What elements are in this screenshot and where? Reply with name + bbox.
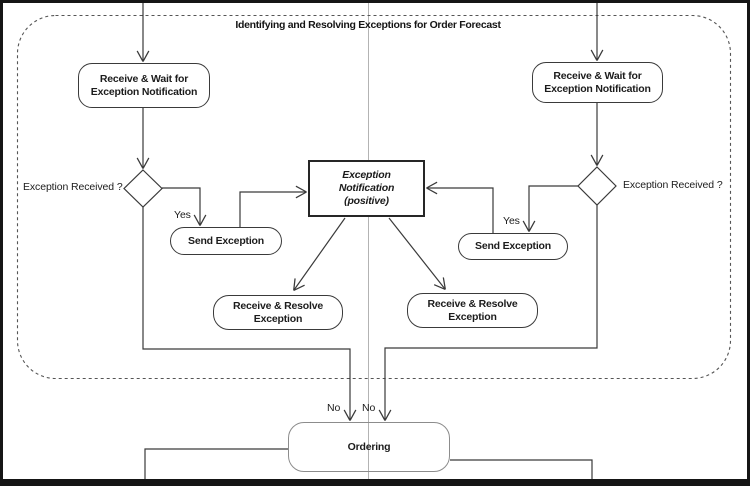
node-receive-wait-right: Receive & Wait for Exception Notificatio…: [532, 62, 663, 103]
node-receive-wait-left: Receive & Wait for Exception Notificatio…: [78, 63, 210, 108]
label-no-left: No: [327, 402, 341, 414]
node-send-exception-left: Send Exception: [170, 227, 282, 255]
label-no-right: No: [362, 402, 376, 414]
label-yes-right: Yes: [503, 215, 520, 227]
diagram-title: Identifying and Resolving Exceptions for…: [235, 19, 501, 31]
node-receive-resolve-right: Receive & Resolve Exception: [407, 293, 538, 328]
flow-send-to-notification-right: [426, 181, 494, 233]
decision-diamond-left: [123, 169, 163, 208]
node-send-exception-right: Send Exception: [458, 233, 568, 260]
connectors: [136, 3, 604, 479]
flow-yes-right: [522, 185, 578, 232]
flow-notification-to-resolve-right: [388, 217, 446, 291]
label-yes-left: Yes: [174, 209, 191, 221]
flow-no-left: [142, 207, 357, 421]
process-boundary-dashed: [16, 14, 732, 380]
node-ordering: Ordering: [288, 422, 450, 472]
flow-ordering-exit-right: [450, 459, 593, 479]
exception-notification-line2: (positive): [344, 195, 389, 207]
label-exception-received-left: Exception Received ?: [23, 181, 123, 193]
label-exception-received-right: Exception Received ?: [623, 179, 723, 191]
flow-no-right: [378, 205, 598, 421]
flow-ordering-exit-left: [144, 448, 288, 479]
flow-send-to-notification-left: [239, 185, 307, 227]
decision-diamond-right: [577, 166, 617, 206]
node-receive-resolve-left: Receive & Resolve Exception: [213, 295, 343, 330]
node-exception-notification: Exception Notification (positive): [308, 160, 425, 217]
flow-notification-to-resolve-left: [293, 217, 346, 292]
exception-notification-line1: Exception Notification: [338, 169, 395, 194]
flow-yes-left: [162, 187, 207, 226]
